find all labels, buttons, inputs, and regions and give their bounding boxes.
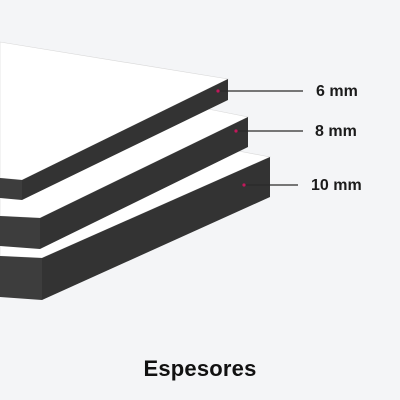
marker-dot-6mm — [216, 89, 220, 93]
thickness-label-6mm: 6 mm — [316, 83, 358, 100]
panel-8mm-side-edge — [40, 117, 248, 249]
panel-10mm-side-edge — [42, 157, 270, 300]
thickness-label-8mm: 8 mm — [315, 123, 357, 140]
marker-dot-8mm — [234, 129, 238, 133]
thickness-label-10mm: 10 mm — [311, 177, 362, 194]
panel-6mm-front-edge — [0, 178, 22, 200]
panel-6mm-side-edge — [22, 79, 228, 200]
caption-title: Espesores — [143, 356, 257, 381]
panel-8mm-front-edge — [0, 216, 40, 249]
marker-dot-10mm — [242, 183, 246, 187]
panel-6mm — [0, 41, 229, 200]
panel-10mm-front-edge — [0, 256, 42, 300]
